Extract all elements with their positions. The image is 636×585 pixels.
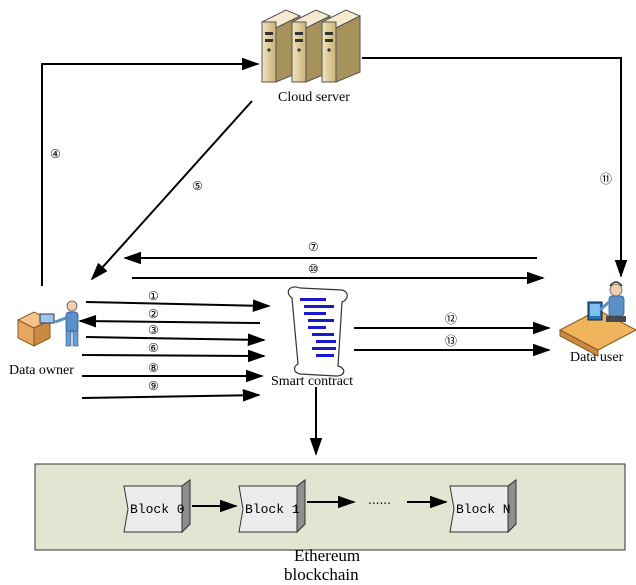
data-owner-label: Data owner — [9, 363, 74, 378]
server-rack-icon — [260, 9, 362, 83]
step-label-6: ⑥ — [148, 341, 159, 355]
step-label-11: ⑪ — [600, 172, 612, 186]
arrow-step-1 — [85, 299, 271, 312]
step-label-1: ① — [148, 289, 159, 303]
step-label-4: ④ — [50, 147, 61, 161]
block-n: Block N — [449, 479, 517, 534]
step-label-12: ⑫ — [445, 312, 457, 326]
block-label: Block 1 — [245, 502, 300, 517]
blockchain-label-line-2: blockchain — [284, 565, 359, 584]
smart-contract-label: Smart contract — [271, 374, 353, 389]
arrow-step-9 — [81, 388, 261, 402]
data-user-label: Data user — [570, 350, 624, 365]
arrow-step-3 — [85, 333, 266, 347]
server-unit — [320, 9, 362, 83]
arrow-step-5 — [90, 100, 253, 281]
step-label-8: ⑧ — [148, 361, 159, 375]
arrow-step-2 — [78, 314, 261, 328]
block-1: Block 1 — [238, 479, 306, 534]
arrow-step-6 — [81, 349, 266, 363]
step-label-10: ⑩ — [308, 262, 319, 276]
person-at-computer-icon — [558, 281, 636, 357]
step-label-3: ③ — [148, 323, 159, 337]
block-ellipsis: ...... — [368, 493, 391, 507]
step-label-2: ② — [148, 307, 159, 321]
step-label-7: ⑦ — [308, 240, 319, 254]
person-with-box-icon — [16, 300, 79, 347]
step-label-9: ⑨ — [148, 379, 159, 393]
block-label: Block 0 — [130, 502, 185, 517]
step-label-5: ⑤ — [192, 179, 203, 193]
blockchain-panel — [34, 463, 626, 551]
blockchain-label-line-1: Ethereum — [294, 546, 360, 565]
step-label-13: ⑬ — [445, 334, 457, 348]
arrow-step-4 — [41, 57, 260, 286]
block-label: Block N — [456, 502, 511, 517]
cloud-server-label: Cloud server — [278, 90, 350, 105]
block-0: Block 0 — [123, 479, 191, 534]
scroll-document-icon — [287, 286, 348, 377]
arrow-step-11 — [362, 57, 628, 278]
